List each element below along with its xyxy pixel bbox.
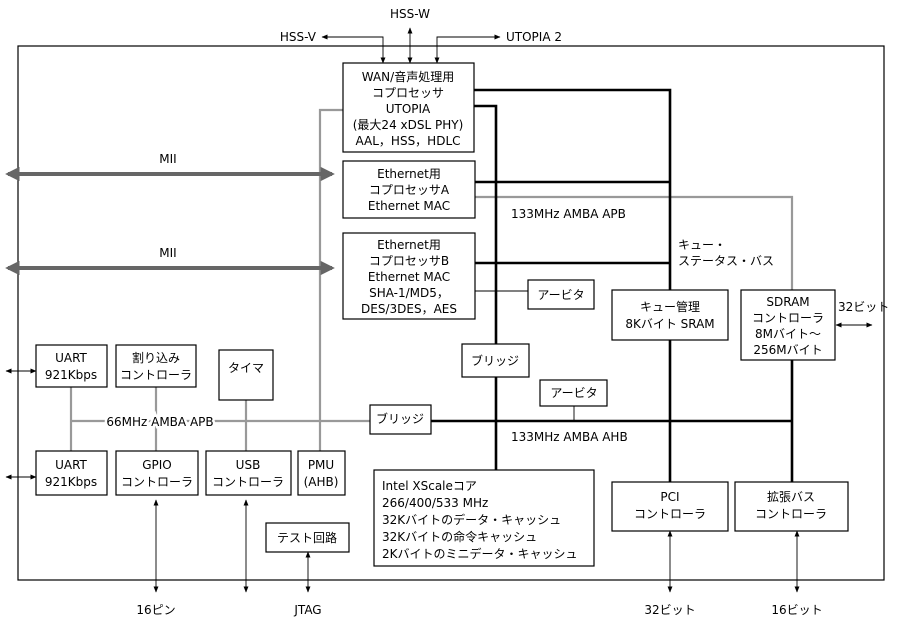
- block-uart1-line: UART: [55, 351, 87, 365]
- block-wan-line: コプロセッサ: [372, 86, 444, 100]
- block-eth-b-line: Ethernet用: [377, 238, 441, 252]
- block-wan: WAN/音声処理用 コプロセッサ UTOPIA (最大24 xDSL PHY) …: [342, 62, 475, 153]
- signal-labels: HSS-W HSS-V UTOPIA 2 MII MII 133MHz AMBA…: [104, 7, 889, 617]
- block-bridge-lower: ブリッジ: [369, 404, 432, 435]
- block-pci-controller: PCI コントローラ: [611, 481, 729, 532]
- block-sdram-line: SDRAM: [766, 295, 809, 309]
- block-eth-a-line: Ethernet用: [377, 167, 441, 181]
- block-ethernet-b: Ethernet用 コプロセッサB Ethernet MAC SHA-1/MD5…: [342, 232, 476, 320]
- block-bridge-upper-label: ブリッジ: [471, 353, 519, 368]
- block-wan-line: UTOPIA: [386, 102, 431, 116]
- block-uart2-line: 921Kbps: [45, 475, 97, 489]
- label-utopia2: UTOPIA 2: [506, 30, 562, 44]
- block-gpio-controller: GPIO コントローラ: [115, 450, 199, 496]
- hss-v-arrow: [321, 34, 386, 64]
- label-queue-status-bus: キュー・: [678, 238, 726, 252]
- block-usb-line: USB: [236, 458, 261, 472]
- block-sdram-line: コントローラ: [752, 311, 824, 325]
- block-test-circuit: テスト回路: [265, 522, 350, 553]
- block-queue-manager: キュー管理 8Kバイト SRAM: [611, 289, 729, 341]
- block-eth-b-line: SHA-1/MD5，: [369, 286, 449, 300]
- block-xscale-line: 266/400/533 MHz: [382, 496, 488, 510]
- block-pmu: PMU (AHB): [297, 450, 346, 496]
- label-apb-133: 133MHz AMBA APB: [511, 207, 626, 221]
- block-gpio-line: コントローラ: [121, 475, 193, 489]
- block-timer-label: タイマ: [228, 361, 264, 375]
- label-queue-status-bus: ステータス・バス: [678, 254, 774, 268]
- block-sdram-controller: SDRAM コントローラ 8Mバイト～ 256Mバイト: [740, 289, 836, 361]
- block-pci-line: コントローラ: [634, 507, 706, 521]
- block-expansion-line: 拡張バス: [767, 490, 815, 504]
- block-eth-b-line: コプロセッサB: [369, 254, 449, 268]
- block-xscale-line: 2Kバイトのミニデータ・キャッシュ: [382, 546, 578, 561]
- block-eth-a-line: Ethernet MAC: [368, 199, 450, 213]
- block-interrupt-line: 割り込み: [132, 350, 180, 365]
- block-pci-line: PCI: [660, 490, 679, 504]
- block-eth-a-line: コプロセッサA: [369, 183, 450, 197]
- block-eth-b-line: DES/3DES，AES: [361, 302, 457, 316]
- label-jtag: JTAG: [293, 603, 321, 617]
- gray-buses: [69, 108, 794, 451]
- block-interrupt-line: コントローラ: [120, 368, 192, 382]
- label-mii-top: MII: [159, 152, 176, 166]
- block-pmu-line: (AHB): [304, 475, 339, 489]
- block-usb-controller: USB コントローラ: [205, 450, 292, 496]
- label-hss-w: HSS-W: [390, 7, 430, 21]
- block-usb-line: コントローラ: [212, 475, 284, 489]
- block-xscale-line: 32Kバイトの命令キャッシュ: [382, 529, 537, 544]
- block-arbiter-top: アービタ: [527, 279, 595, 310]
- block-wan-line: (最大24 xDSL PHY): [353, 118, 464, 132]
- block-pmu-line: PMU: [308, 458, 334, 472]
- label-hss-v: HSS-V: [280, 30, 317, 44]
- block-arbiter-bottom-label: アービタ: [550, 386, 597, 400]
- label-apb-66: 66MHz AMBA APB: [106, 415, 213, 429]
- block-arbiter-top-label: アービタ: [537, 288, 584, 302]
- block-test-label: テスト回路: [277, 530, 337, 545]
- block-uart-2: UART 921Kbps: [35, 450, 108, 496]
- block-uart-1: UART 921Kbps: [35, 344, 108, 388]
- block-queue-line: キュー管理: [640, 299, 700, 314]
- utopia2-arrow: [434, 34, 501, 64]
- block-wan-line: AAL，HSS，HDLC: [355, 134, 460, 148]
- block-gpio-line: GPIO: [142, 458, 172, 472]
- label-mii-bottom: MII: [159, 246, 176, 260]
- block-bridge-upper: ブリッジ: [461, 343, 530, 378]
- block-wan-line: WAN/音声処理用: [362, 69, 454, 84]
- block-expansion-line: コントローラ: [755, 507, 827, 521]
- label-16bit-bottom: 16ビット: [771, 603, 822, 617]
- block-xscale-line: 32Kバイトのデータ・キャッシュ: [382, 512, 561, 527]
- label-16pin: 16ピン: [136, 603, 175, 617]
- block-sdram-line: 8Mバイト～: [755, 327, 821, 341]
- block-timer: タイマ: [218, 349, 274, 401]
- mii-arrows: [5, 166, 335, 276]
- block-interrupt-controller: 割り込み コントローラ: [115, 344, 197, 388]
- label-ahb-133: 133MHz AMBA AHB: [511, 430, 628, 444]
- block-xscale-line: Intel XScaleコア: [382, 479, 477, 493]
- block-queue-line: 8Kバイト SRAM: [625, 317, 714, 331]
- external-arrows: [5, 27, 873, 593]
- label-32bit-right: 32ビット: [838, 300, 889, 314]
- block-ethernet-a: Ethernet用 コプロセッサA Ethernet MAC: [342, 160, 476, 219]
- block-uart1-line: 921Kbps: [45, 368, 97, 382]
- block-uart2-line: UART: [55, 458, 87, 472]
- block-eth-b-line: Ethernet MAC: [368, 270, 450, 284]
- black-buses: [431, 88, 794, 482]
- block-bridge-lower-label: ブリッジ: [376, 411, 424, 426]
- label-32bit-bottom: 32ビット: [644, 603, 695, 617]
- block-arbiter-bottom: アービタ: [539, 379, 608, 407]
- block-xscale-core: Intel XScaleコア 266/400/533 MHz 32Kバイトのデー…: [373, 469, 595, 567]
- block-sdram-line: 256Mバイト: [753, 343, 822, 357]
- block-expansion-bus-controller: 拡張バス コントローラ: [734, 481, 849, 532]
